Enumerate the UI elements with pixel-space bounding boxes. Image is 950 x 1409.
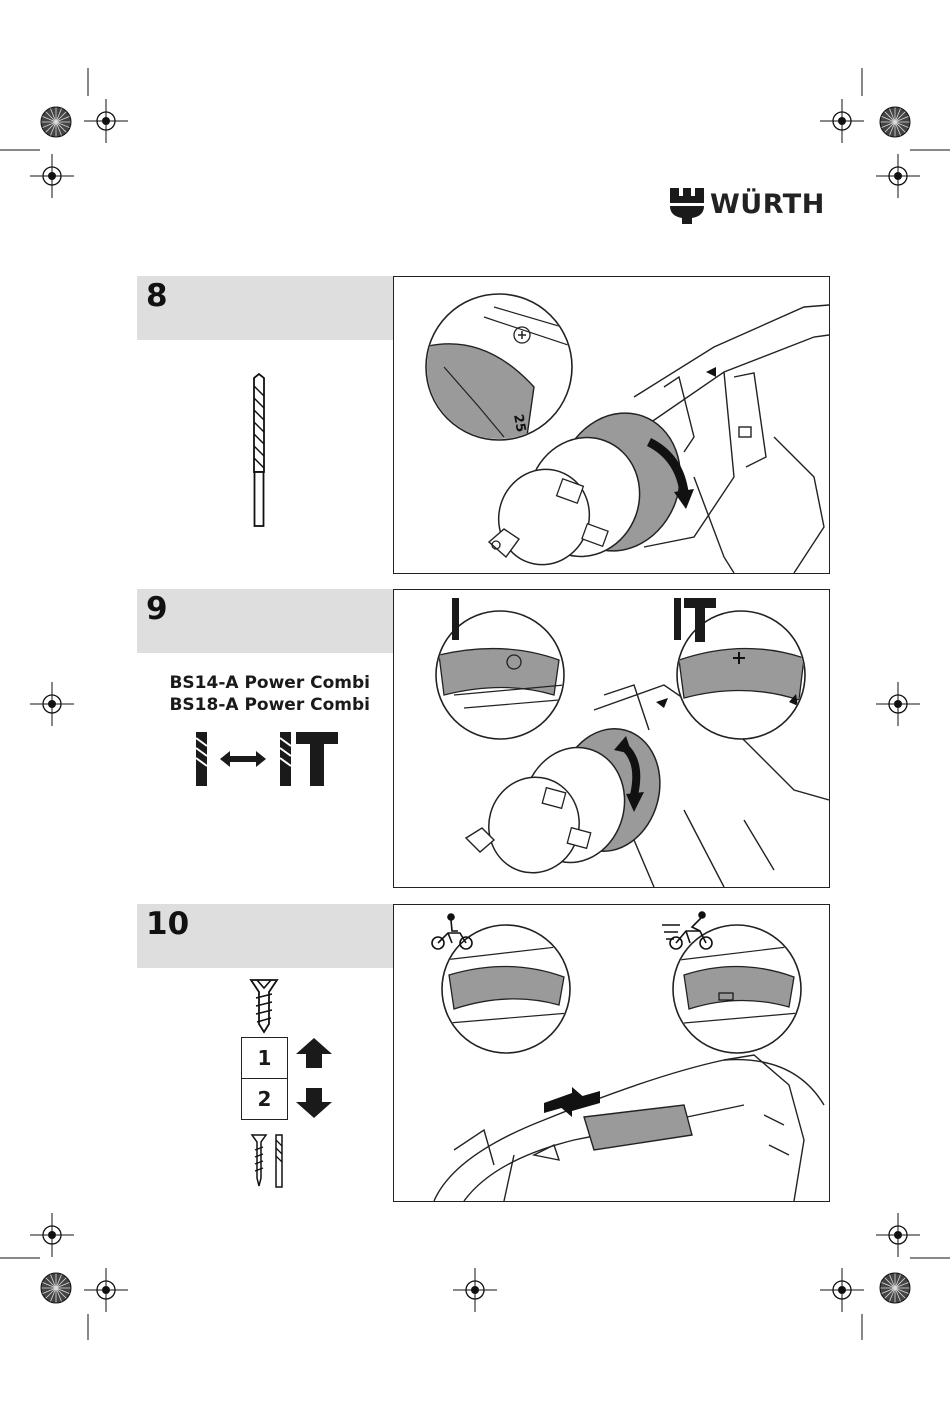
step-9-illustration-panel	[393, 589, 830, 888]
model-name: BS14-A Power Combi	[140, 672, 370, 694]
gear-2-box: 2	[241, 1078, 288, 1120]
drill-bit-illustration	[244, 372, 274, 532]
arrow-down-icon	[294, 1086, 334, 1120]
screw-icon	[249, 976, 279, 1034]
drill-gear-switch-illustration	[394, 905, 829, 1201]
drill-mode-collar-illustration	[394, 590, 829, 887]
step-10-illustration-panel	[393, 904, 830, 1202]
drill-bit-icon	[244, 372, 274, 532]
screw-and-bit-illustration	[250, 1132, 290, 1190]
model-name: BS18-A Power Combi	[140, 694, 370, 716]
screw-illustration	[249, 976, 279, 1034]
screw-gear-select-icon	[250, 1132, 290, 1190]
step-number: 9	[146, 591, 168, 627]
step-10-header: 10	[137, 904, 393, 968]
brand-logo: WÜRTH	[668, 186, 830, 226]
arrow-up-icon	[294, 1036, 334, 1070]
mode-switch-symbols	[192, 728, 342, 788]
step-number: 8	[146, 278, 168, 314]
wurth-logo-icon	[668, 186, 706, 226]
drill-hammer-mode-switch-icon	[192, 728, 342, 788]
brand-name: WÜRTH	[710, 189, 825, 220]
step-9-header: 9	[137, 589, 393, 653]
step-number: 10	[146, 906, 189, 942]
step-8-illustration-panel: 25	[393, 276, 830, 574]
step-8-header: 8	[137, 276, 393, 340]
gear-1-box: 1	[241, 1037, 288, 1079]
drill-torque-collar-illustration: 25	[394, 277, 829, 573]
torque-setting-label: 25	[510, 413, 528, 433]
